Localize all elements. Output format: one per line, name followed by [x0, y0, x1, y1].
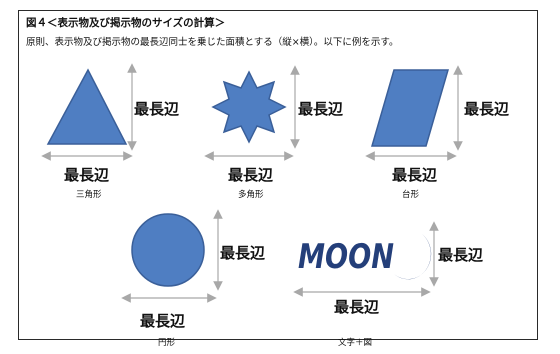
- circle-icon: [131, 213, 205, 287]
- octagram-figure: [204, 65, 300, 161]
- triangle-caption: 三角形: [76, 190, 102, 200]
- triangle-height-label: 最長辺: [134, 100, 180, 118]
- parallelogram-height-label: 最長辺: [464, 100, 510, 118]
- octagram-icon: [211, 70, 287, 144]
- circle-width-label: 最長辺: [140, 312, 186, 330]
- triangle-icon: [46, 68, 128, 145]
- logo-figure: MOON: [293, 221, 439, 297]
- figure-description: 原則、表示物及び掲示物の最長辺同士を乗じた面積とする（縦×横）。以下に例を示す。: [26, 37, 399, 48]
- octagram-width-label: 最長辺: [228, 166, 274, 184]
- figure-frame: [18, 10, 538, 340]
- octagram-caption: 多角形: [238, 190, 264, 200]
- logo-width-label: 最長辺: [334, 298, 380, 316]
- logo-text: MOON: [298, 237, 394, 277]
- crescent-moon-icon: [394, 234, 432, 280]
- logo-height-label: 最長辺: [438, 246, 484, 264]
- parallelogram-icon: [371, 69, 449, 147]
- logo-caption: 文字＋図: [338, 338, 373, 348]
- circle-height-label: 最長辺: [220, 244, 266, 262]
- octagram-height-label: 最長辺: [298, 100, 344, 118]
- figure-title: 図４＜表示物及び掲示物のサイズの計算＞: [26, 17, 226, 29]
- circle-caption: 円形: [158, 338, 176, 348]
- triangle-figure: [41, 63, 137, 161]
- triangle-width-label: 最長辺: [64, 166, 110, 184]
- circle-figure: [121, 209, 223, 303]
- parallelogram-figure: [365, 65, 463, 161]
- parallelogram-caption: 台形: [402, 190, 420, 200]
- parallelogram-width-label: 最長辺: [392, 166, 438, 184]
